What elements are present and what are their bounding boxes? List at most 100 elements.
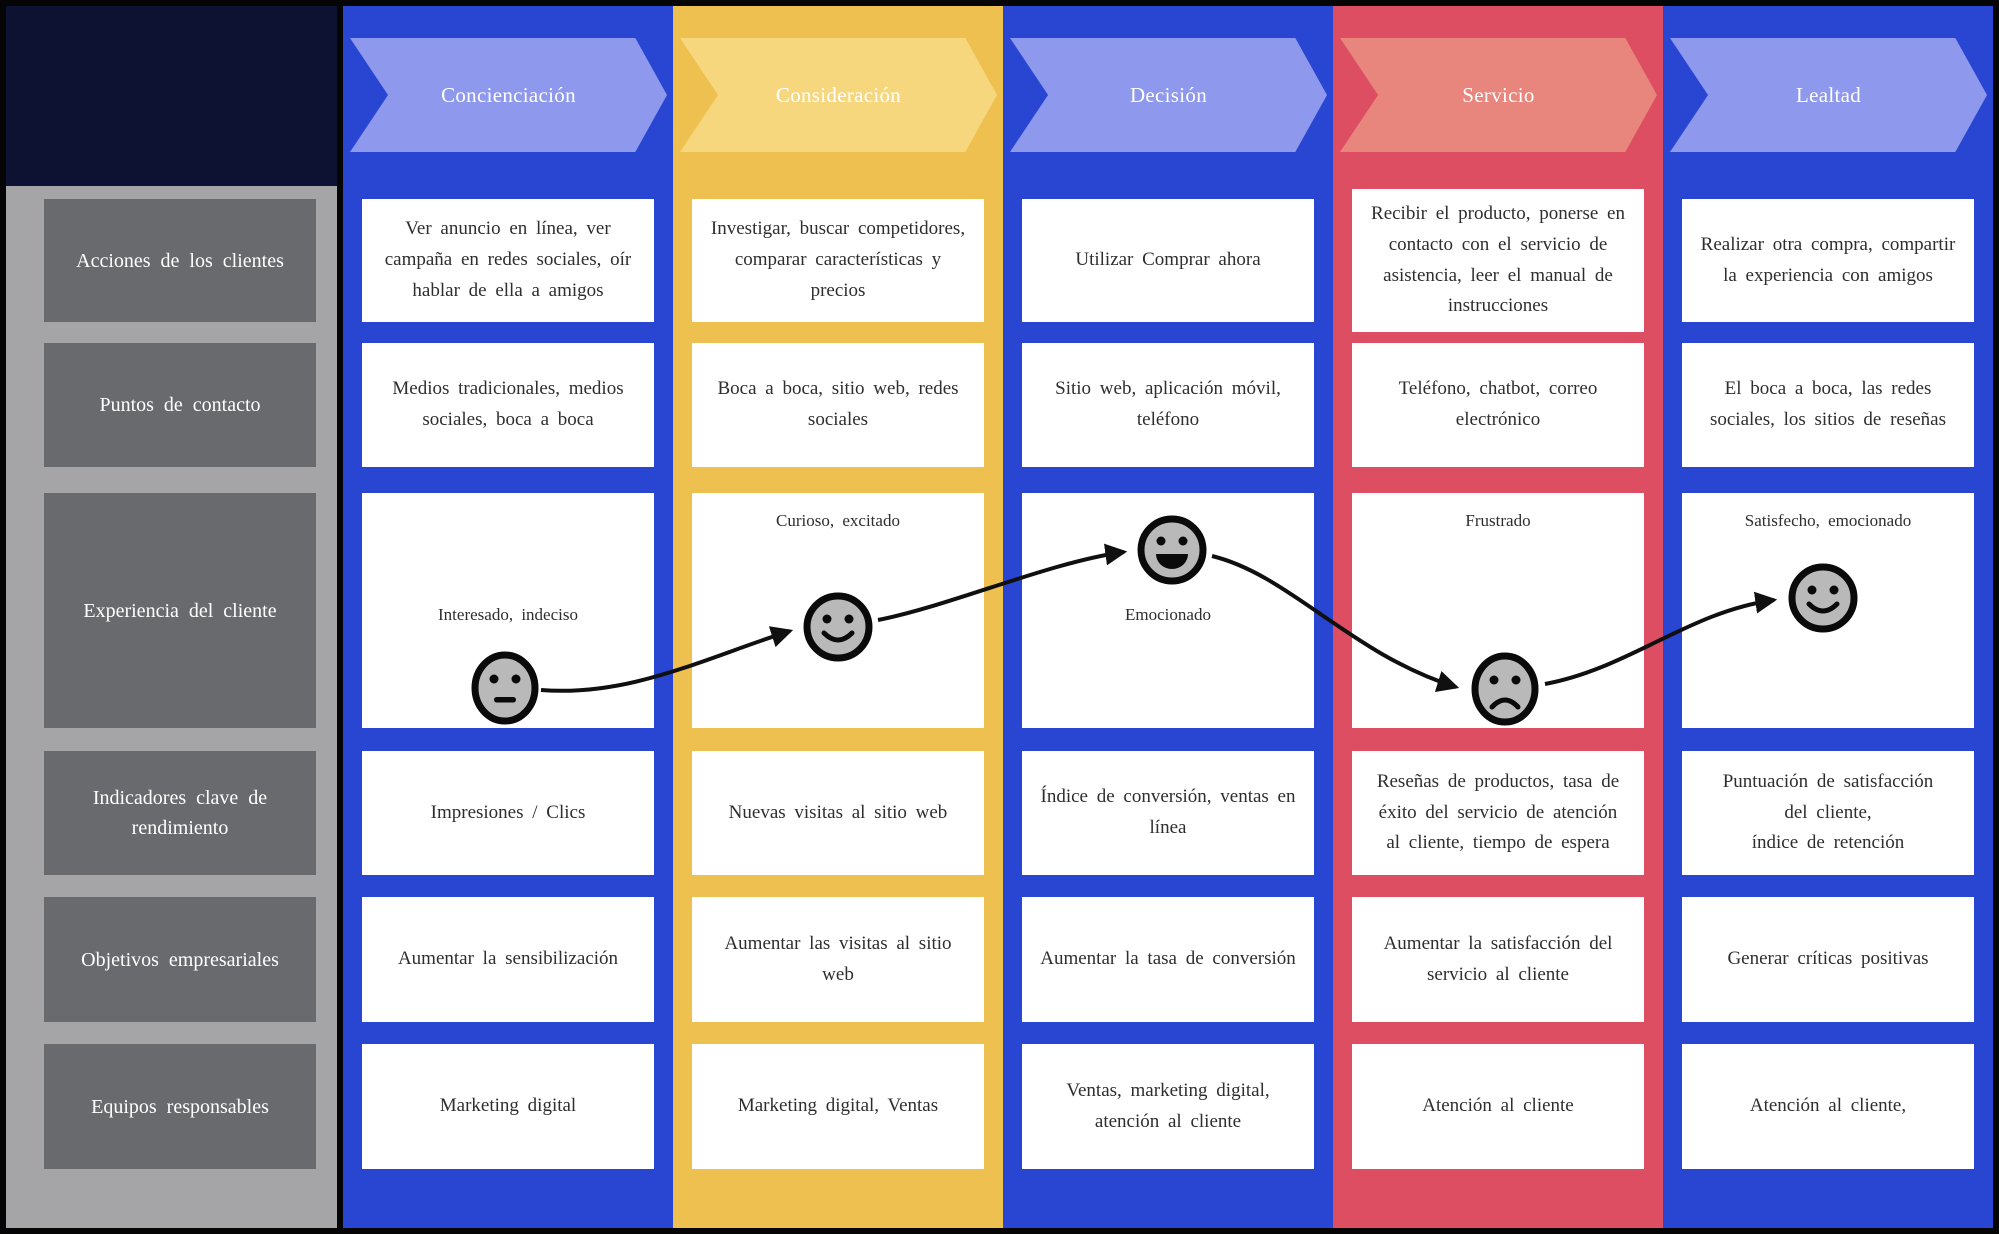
stage-column-lealtad: Lealtad Realizar otra compra, compartir … bbox=[1663, 6, 1993, 1228]
emotion-label: Interesado, indeciso bbox=[438, 605, 578, 624]
row-label-puntos-contacto: Puntos de contacto bbox=[44, 343, 316, 467]
card-text: Impresiones / Clics bbox=[430, 801, 586, 823]
cell-puntos-contacto: Boca a boca, sitio web, redes sociales bbox=[692, 343, 984, 467]
stage-column-servicio: Servicio Recibir el producto, ponerse en… bbox=[1333, 6, 1663, 1228]
card: Atención al cliente bbox=[1352, 1044, 1644, 1169]
cell-acciones: Recibir el producto, ponerse en contacto… bbox=[1352, 188, 1644, 333]
stage-header-label: Decisión bbox=[1129, 82, 1208, 107]
stage-header-label: Concienciación bbox=[441, 82, 576, 107]
card-text: Atención al cliente bbox=[1422, 1095, 1574, 1117]
stage-header-label: Consideración bbox=[775, 82, 902, 107]
stage-header-banner: Concienciación bbox=[350, 38, 667, 152]
card: Utilizar Comprar ahora bbox=[1022, 199, 1314, 322]
row-label-indicadores: Indicadores clave de rendimiento bbox=[44, 751, 316, 875]
row-label-text: Equipos responsables bbox=[91, 1095, 269, 1118]
cell-puntos-contacto: Sitio web, aplicación móvil, teléfono bbox=[1022, 343, 1314, 467]
row-label-text: Acciones de los clientes bbox=[76, 249, 284, 272]
card: Investigar, buscar competidores, compara… bbox=[692, 199, 984, 322]
card-text: Sitio web, aplicación móvil, teléfono bbox=[1055, 378, 1281, 430]
card: Ventas, marketing digital, atención al c… bbox=[1022, 1044, 1314, 1169]
stage-column-consideracion: Consideración Investigar, buscar competi… bbox=[673, 6, 1003, 1228]
cell-objetivos: Generar críticas positivas bbox=[1682, 897, 1974, 1022]
cell-puntos-contacto: Medios tradicionales, medios sociales, b… bbox=[362, 343, 654, 467]
emotion-label: Emocionado bbox=[1125, 605, 1211, 624]
cell-acciones: Ver anuncio en línea, ver campaña en red… bbox=[362, 199, 654, 322]
card-text: Teléfono, chatbot, correo electrónico bbox=[1398, 378, 1598, 430]
cell-equipos: Ventas, marketing digital, atención al c… bbox=[1022, 1044, 1314, 1169]
card: Curioso, excitado bbox=[692, 493, 984, 728]
cell-acciones: Investigar, buscar competidores, compara… bbox=[692, 199, 984, 322]
card: Índice de conversión, ventas en línea bbox=[1022, 751, 1314, 875]
stage-header-label: Lealtad bbox=[1795, 82, 1862, 107]
cell-experiencia: Emocionado bbox=[1022, 493, 1314, 728]
cell-indicadores: Reseñas de productos, tasa de éxito del … bbox=[1352, 751, 1644, 875]
card: Realizar otra compra, compartir la exper… bbox=[1682, 199, 1974, 322]
card: Reseñas de productos, tasa de éxito del … bbox=[1352, 751, 1644, 875]
card-text: El boca a boca, las redes sociales, los … bbox=[1709, 378, 1947, 430]
card: Satisfecho, emocionado bbox=[1682, 493, 1974, 728]
row-label-text: Indicadores clave de rendimiento bbox=[92, 787, 268, 839]
card-text: Investigar, buscar competidores, compara… bbox=[710, 218, 966, 301]
cell-equipos: Atención al cliente, bbox=[1682, 1044, 1974, 1169]
cell-objetivos: Aumentar la sensibilización bbox=[362, 897, 654, 1022]
cell-objetivos: Aumentar la tasa de conversión bbox=[1022, 897, 1314, 1022]
stage-header-label: Servicio bbox=[1462, 82, 1535, 107]
card-text: Aumentar la tasa de conversión bbox=[1040, 948, 1296, 970]
row-label-text: Puntos de contacto bbox=[99, 394, 261, 416]
card-text: Utilizar Comprar ahora bbox=[1075, 249, 1261, 271]
card: Aumentar las visitas al sitio web bbox=[692, 897, 984, 1022]
card: Medios tradicionales, medios sociales, b… bbox=[362, 343, 654, 467]
cell-objetivos: Aumentar las visitas al sitio web bbox=[692, 897, 984, 1022]
cell-indicadores: Impresiones / Clics bbox=[362, 751, 654, 875]
stage-header-banner: Lealtad bbox=[1670, 38, 1987, 152]
card: Nuevas visitas al sitio web bbox=[692, 751, 984, 875]
cell-indicadores: Puntuación de satisfacción del cliente, … bbox=[1682, 751, 1974, 875]
cell-puntos-contacto: Teléfono, chatbot, correo electrónico bbox=[1352, 343, 1644, 467]
card-text: Nuevas visitas al sitio web bbox=[728, 801, 948, 823]
card-text: Generar críticas positivas bbox=[1727, 948, 1929, 970]
card: Generar críticas positivas bbox=[1682, 897, 1974, 1022]
card: Interesado, indeciso bbox=[362, 493, 654, 728]
stage-column-decision: Decisión Utilizar Comprar ahora Sitio we… bbox=[1003, 6, 1333, 1228]
card-text: Aumentar la satisfacción del servicio al… bbox=[1383, 932, 1613, 985]
card-text: Marketing digital bbox=[439, 1095, 577, 1117]
card: Sitio web, aplicación móvil, teléfono bbox=[1022, 343, 1314, 467]
cell-equipos: Marketing digital bbox=[362, 1044, 654, 1169]
card: Boca a boca, sitio web, redes sociales bbox=[692, 343, 984, 467]
row-label-experiencia: Experiencia del cliente bbox=[44, 493, 316, 728]
card-text: Recibir el producto, ponerse en contacto… bbox=[1371, 202, 1625, 317]
cell-experiencia: Curioso, excitado bbox=[692, 493, 984, 728]
card: Marketing digital, Ventas bbox=[692, 1044, 984, 1169]
card-text: Realizar otra compra, compartir la exper… bbox=[1700, 233, 1956, 286]
card-text: Ventas, marketing digital, atención al c… bbox=[1066, 1079, 1270, 1132]
card: Ver anuncio en línea, ver campaña en red… bbox=[362, 199, 654, 322]
stage-header-banner: Consideración bbox=[680, 38, 997, 152]
cell-puntos-contacto: El boca a boca, las redes sociales, los … bbox=[1682, 343, 1974, 467]
card-text: Marketing digital, Ventas bbox=[737, 1095, 939, 1117]
cell-indicadores: Nuevas visitas al sitio web bbox=[692, 751, 984, 875]
row-label-objetivos: Objetivos empresariales bbox=[44, 897, 316, 1022]
card: El boca a boca, las redes sociales, los … bbox=[1682, 343, 1974, 467]
card: Aumentar la satisfacción del servicio al… bbox=[1352, 897, 1644, 1022]
card: Aumentar la sensibilización bbox=[362, 897, 654, 1022]
row-label-text: Experiencia del cliente bbox=[83, 599, 277, 622]
card: Puntuación de satisfacción del cliente, … bbox=[1682, 751, 1974, 875]
stage-header-banner: Decisión bbox=[1010, 38, 1327, 152]
card-text: Medios tradicionales, medios sociales, b… bbox=[392, 378, 624, 430]
cell-experiencia: Frustrado bbox=[1352, 493, 1644, 728]
card: Atención al cliente, bbox=[1682, 1044, 1974, 1169]
card: Recibir el producto, ponerse en contacto… bbox=[1352, 188, 1644, 333]
cell-experiencia: Satisfecho, emocionado bbox=[1682, 493, 1974, 728]
cell-acciones: Realizar otra compra, compartir la exper… bbox=[1682, 199, 1974, 322]
row-labels-sidebar: Acciones de los clientes Puntos de conta… bbox=[6, 186, 337, 1228]
card-text: Aumentar la sensibilización bbox=[397, 948, 619, 970]
card-text: Ver anuncio en línea, ver campaña en red… bbox=[384, 218, 632, 301]
card: Impresiones / Clics bbox=[362, 751, 654, 875]
card: Aumentar la tasa de conversión bbox=[1022, 897, 1314, 1022]
card-text: Índice de conversión, ventas en línea bbox=[1040, 786, 1296, 838]
cell-acciones: Utilizar Comprar ahora bbox=[1022, 199, 1314, 322]
card-text: Puntuación de satisfacción del cliente, … bbox=[1722, 770, 1934, 854]
cell-equipos: Atención al cliente bbox=[1352, 1044, 1644, 1169]
card-text: Reseñas de productos, tasa de éxito del … bbox=[1376, 770, 1620, 854]
